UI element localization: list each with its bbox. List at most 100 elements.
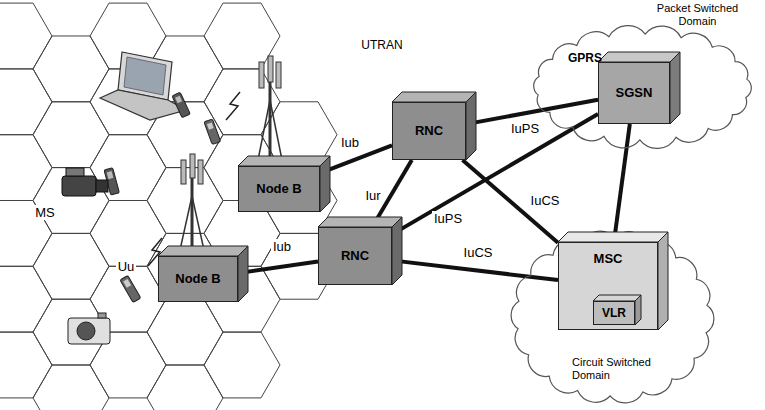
antenna-mast	[180, 154, 204, 250]
label-anchor: MS	[33, 205, 57, 220]
connector-line	[614, 124, 630, 242]
cell-hexagon	[147, 299, 223, 365]
phone-screen	[175, 96, 182, 104]
connector-line	[238, 261, 318, 273]
antenna-panel	[190, 154, 195, 178]
phone-screen	[107, 171, 114, 179]
free-label: UTRAN	[359, 38, 404, 53]
video-camera-icon	[62, 168, 108, 196]
interface-label: IuPS	[432, 211, 464, 226]
box-label: SGSN	[616, 85, 653, 101]
box-label: RNC	[415, 123, 443, 139]
camcorder-top	[66, 168, 84, 176]
box-side-face	[658, 232, 668, 330]
label-anchor: UTRAN	[359, 38, 404, 53]
laptop-base	[100, 90, 186, 120]
phone-icon	[120, 276, 141, 303]
vlr-box: VLR	[593, 301, 635, 325]
camcorder-body	[62, 176, 96, 196]
photo-camera-icon	[68, 313, 110, 344]
phone-icon	[172, 92, 190, 118]
box-label: Node B	[175, 271, 221, 287]
sgsn-box: SGSN	[598, 62, 670, 124]
packet-domain-cloud: Packet Switched DomainGPRS SGSN	[525, 0, 760, 152]
box-side-face	[392, 217, 402, 285]
mast-strut	[270, 100, 282, 160]
cloud-shape	[511, 231, 714, 403]
laptop-icon	[100, 52, 186, 120]
label-anchor: Iub	[339, 135, 361, 150]
interface-label: IuCS	[529, 193, 562, 208]
interface-label: IuCS	[462, 245, 495, 260]
free-label: Uu	[116, 259, 137, 274]
label-anchor: Iur	[363, 188, 382, 203]
mast-strut	[258, 100, 270, 160]
msc-box: MSC VLR	[558, 242, 658, 330]
box-top-face	[392, 92, 476, 102]
camera-body	[68, 318, 110, 344]
box-top-face	[238, 156, 330, 166]
label-anchor: Uu	[116, 259, 137, 274]
antenna-mast	[258, 56, 282, 160]
domain-label: Circuit Switched Domain	[572, 356, 656, 382]
label-anchor: IuPS	[432, 211, 464, 226]
box-side-face	[670, 52, 680, 124]
cell-hexagon	[33, 233, 109, 299]
box-top-face	[598, 52, 680, 62]
rnc-box: RNC	[318, 227, 392, 285]
phone-screen	[207, 122, 214, 129]
interface-label: IuPS	[509, 121, 541, 136]
label-anchor: Iub	[271, 239, 293, 254]
label-anchor: IuCS	[529, 193, 562, 208]
antenna-panel	[198, 160, 203, 184]
cell-hexagon	[33, 299, 109, 365]
box-label: MSC	[594, 251, 623, 267]
node-b-box: Node B	[238, 166, 320, 212]
cell-hexagon	[90, 135, 166, 201]
interface-label: Iub	[339, 135, 361, 150]
box-side-face	[466, 92, 476, 160]
phone-icon	[204, 119, 221, 145]
box-top-face	[158, 246, 248, 256]
cell-hexagon	[0, 3, 52, 69]
radio-bolt	[226, 92, 240, 120]
cell-hexagon	[33, 102, 109, 168]
box-side-face	[320, 156, 330, 212]
cell-hexagon	[33, 168, 109, 234]
label-anchor: IuCS	[462, 245, 495, 260]
box-side-face	[238, 246, 248, 302]
domain-label: Packet Switched Domain	[650, 2, 745, 28]
box-side-face	[635, 295, 641, 325]
phone-body	[172, 92, 190, 118]
camera-lens	[77, 322, 95, 340]
camcorder-lens	[96, 180, 108, 192]
cloud-shape	[534, 26, 752, 149]
rnc-box: RNC	[392, 102, 466, 160]
box-top-face	[593, 295, 641, 301]
box-label: RNC	[341, 248, 369, 264]
connector-line	[392, 114, 598, 234]
label-anchor: IuPS	[509, 121, 541, 136]
antenna-panel	[181, 160, 186, 184]
laptop-display	[124, 57, 166, 95]
phone-body	[120, 276, 141, 303]
domain-label: GPRS	[568, 52, 618, 65]
box-label: Node B	[256, 181, 302, 197]
interface-label: Iub	[271, 239, 293, 254]
box-top-face	[318, 217, 402, 227]
circuit-domain-cloud: Circuit Switched Domain MSC VLR	[505, 226, 720, 408]
cell-grid	[0, 3, 337, 410]
box-top-face	[558, 232, 668, 242]
cell-hexagon	[147, 365, 223, 410]
cell-hexagon	[0, 69, 52, 135]
free-label: MS	[33, 205, 57, 220]
antenna-panel	[259, 62, 264, 88]
antenna-panel	[268, 56, 273, 82]
phone-screen	[123, 279, 131, 288]
cell-hexagon	[90, 200, 166, 266]
cell-hexagon	[0, 266, 52, 332]
antenna-panel	[276, 62, 281, 88]
